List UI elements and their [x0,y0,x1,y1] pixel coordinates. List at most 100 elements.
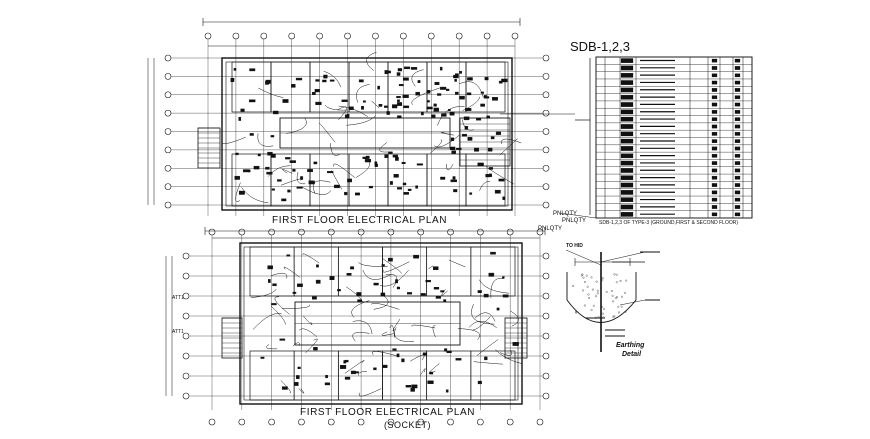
to-hid-leader [565,249,602,266]
wiring-path [274,296,290,315]
grid-bubble [164,54,172,62]
wiring-path [358,388,382,397]
fixture-symbol [452,176,456,180]
wiring-path [362,269,391,280]
fixture-symbol [365,155,370,160]
wiring-path [479,180,491,191]
fixture-symbol [449,146,456,150]
schedule-cell-fill [734,95,741,100]
fixture-symbol [492,97,498,101]
wiring-path [281,168,293,174]
fixture-symbol [377,85,380,90]
grid-bubble [164,201,172,209]
gravel-dot [615,281,618,284]
wiring-path [258,87,284,98]
fixture-symbol [279,338,286,341]
fixture-symbol [396,96,401,99]
gravel-dot [616,296,618,299]
grid-bubble [455,32,463,40]
schedule-cell-fill [734,66,741,70]
room-top [293,246,339,297]
fixture-symbol [341,99,348,102]
grid-bubble [357,228,365,236]
schedule-cell-fill [620,131,634,137]
fixture-symbol [490,251,496,255]
grid-bubble [164,128,172,135]
fixture-symbol [350,266,355,270]
grid-bubble [372,32,379,40]
wiring-path [476,339,499,356]
gravel-dot [591,288,594,291]
gravel-dot [575,311,578,314]
gravel-dot [585,274,588,277]
grid-bubble [542,201,550,209]
schedule-cell-fill [734,124,741,129]
wiring-path [432,324,436,338]
gravel-dot [611,294,614,297]
wiring-path [428,363,440,374]
grid-bubble [238,228,246,236]
wiring-path [286,117,307,134]
fixture-symbol [242,169,249,173]
fixture-symbol [249,68,256,72]
gravel-dot [603,307,606,310]
schedule-cell-fill [620,190,634,195]
schedule-cell-fill [711,110,718,114]
fixture-symbol [325,374,328,379]
att-label-1: ATT1 [172,295,184,301]
wiring-path [292,342,300,347]
fixture-symbol [476,117,482,121]
fixture-symbol [295,77,303,81]
schedule-cell-fill [620,65,634,71]
wiring-path [371,101,380,109]
fixture-symbol [427,380,434,384]
wiring-path [257,133,274,147]
fixture-symbol [322,79,327,83]
fixture-symbol [313,347,318,351]
grid-bubble [182,392,190,400]
schedule-cell-fill [734,197,741,202]
fixture-symbol [265,166,270,170]
fixture-symbol [498,178,505,182]
gravel-dot [586,285,589,288]
fixture-symbol [297,366,301,369]
wiring-path [473,361,503,365]
fixture-symbol [386,111,390,115]
grid-bubble [327,228,335,236]
schedule-cell-fill [711,124,718,129]
wiring-path [472,316,491,331]
fixture-symbol [401,358,405,363]
gravel-dot [614,297,617,300]
fixture-symbol [347,178,352,183]
fixture-symbol [502,196,506,200]
fixture-symbol [364,159,372,163]
schedule-cell-fill [734,102,741,107]
wiring-path [299,328,317,338]
wiring-path [351,300,370,318]
fixture-symbol [346,113,350,118]
grid-bubble [344,32,351,40]
schedule-cell-fill [711,102,718,107]
fixture-symbol [439,66,443,71]
gravel-dot [617,305,620,308]
grid-bubble [238,418,246,426]
wiring-path [352,320,373,335]
fixture-symbol [323,74,328,79]
fixture-symbol [433,287,440,290]
fixture-symbol [240,108,245,112]
fixture-symbol [494,189,501,194]
schedule-cell-fill [734,161,741,165]
wiring-path [510,310,519,327]
schedule-cell-fill [620,80,634,85]
gravel-dot [587,293,590,296]
fixture-symbol [361,106,364,110]
grid-bubble [542,352,550,360]
schedule-cell-fill [620,58,634,63]
fixture-symbol [311,91,316,95]
fixture-symbol [469,192,473,195]
wiring-path [346,115,376,126]
grid-bubble [164,146,172,154]
schedule-cell-fill [711,161,718,165]
fixture-symbol [420,111,424,116]
fixture-symbol [296,283,303,287]
